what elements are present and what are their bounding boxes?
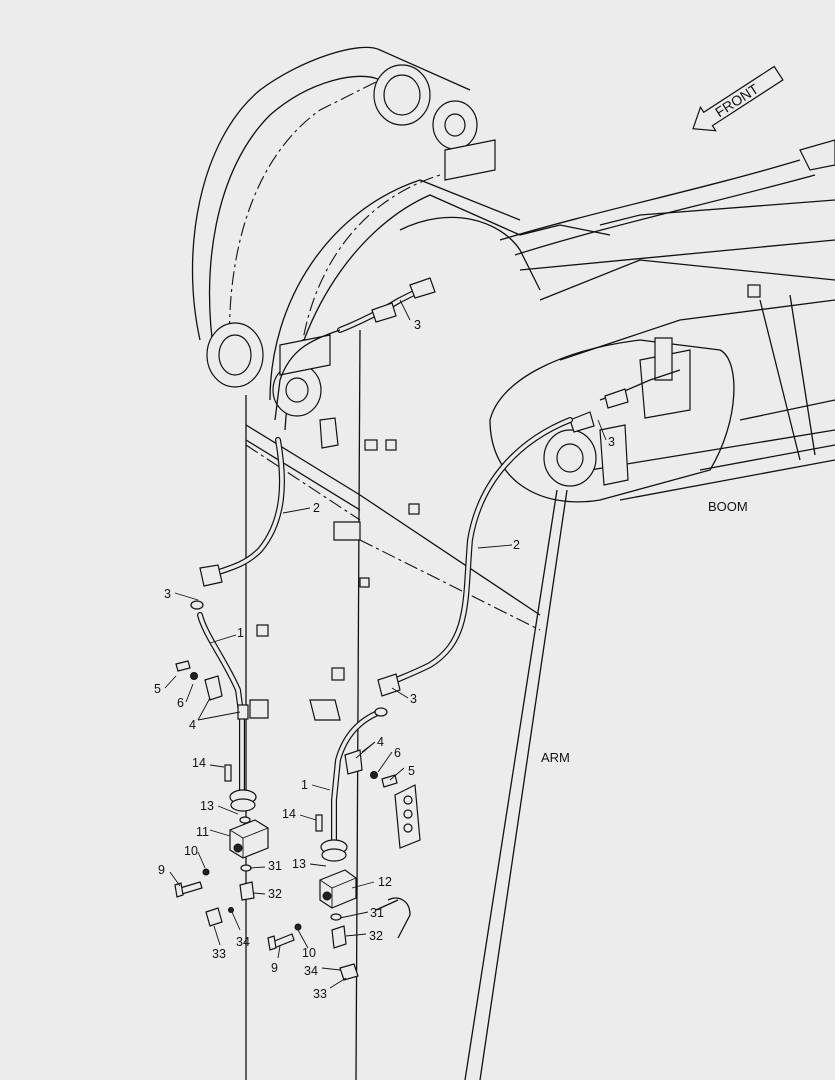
callout-10-left: 10 <box>184 844 198 858</box>
callout-12: 12 <box>378 875 392 889</box>
arm-body <box>191 46 761 1080</box>
callout-4-right: 4 <box>377 735 384 749</box>
callout-5-right: 5 <box>408 764 415 778</box>
callout-1-right: 1 <box>301 778 308 792</box>
pipe-right-1 <box>320 707 388 862</box>
arm-label: ARM <box>541 750 570 765</box>
callout-33-left: 33 <box>212 947 226 961</box>
upper-pipes <box>274 216 681 433</box>
callout-9-right: 9 <box>271 961 278 975</box>
pipe-left-1 <box>190 600 257 812</box>
callout-32-right: 32 <box>369 929 383 943</box>
callout-2-left: 2 <box>313 501 320 515</box>
block-12-assembly <box>267 869 411 981</box>
callout-33-right: 33 <box>313 987 327 1001</box>
callout-4-left: 4 <box>189 718 196 732</box>
callout-3-top: 3 <box>414 318 421 332</box>
callout-31-left: 31 <box>268 859 282 873</box>
callout-3-left: 3 <box>164 587 171 601</box>
clamps-bolts <box>175 660 421 849</box>
callout-34-right: 34 <box>304 964 318 978</box>
callout-34-left: 34 <box>236 935 250 949</box>
boom-label: BOOM <box>708 499 748 514</box>
hose-right <box>377 417 573 697</box>
leader-lines <box>164 299 607 989</box>
callout-13-right: 13 <box>292 857 306 871</box>
callout-9-left: 9 <box>158 863 165 877</box>
callout-31-right: 31 <box>370 906 384 920</box>
callout-2-right: 2 <box>513 538 520 552</box>
front-label: FRONT <box>712 80 762 120</box>
callout-6-right: 6 <box>394 746 401 760</box>
boom-body <box>489 139 835 503</box>
callout-14-left: 14 <box>192 756 206 770</box>
callout-3-right: 3 <box>410 692 417 706</box>
callout-10-right: 10 <box>302 946 316 960</box>
callout-3-boom: 3 <box>608 435 615 449</box>
callout-numbers: 3 3 2 2 3 1 5 6 4 14 13 11 10 9 31 32 34… <box>154 318 615 1001</box>
callout-32-left: 32 <box>268 887 282 901</box>
block-11-assembly <box>174 816 269 927</box>
hose-left <box>199 437 285 587</box>
callout-14-right: 14 <box>282 807 296 821</box>
front-arrow: FRONT <box>692 65 784 132</box>
callout-13-left: 13 <box>200 799 214 813</box>
callout-1-left: 1 <box>237 626 244 640</box>
callout-11: 11 <box>196 825 209 839</box>
callout-6-left: 6 <box>177 696 184 710</box>
callout-5-left: 5 <box>154 682 161 696</box>
